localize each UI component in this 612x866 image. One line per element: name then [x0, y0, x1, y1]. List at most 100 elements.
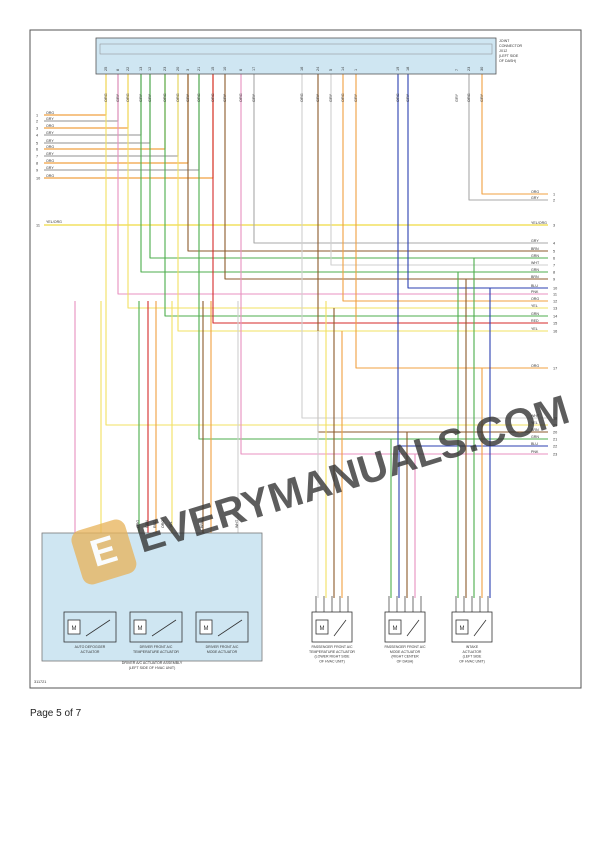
- motor-symbol: [455, 619, 469, 635]
- wire-color-label: GRY: [354, 93, 358, 102]
- wire-color-label: WHT: [531, 414, 540, 418]
- wire: [355, 74, 548, 369]
- actuator-label: MODE ACTUATOR: [390, 650, 421, 654]
- actuator-label: OF HVAC UNIT): [319, 659, 345, 663]
- assembly-label: (LEFT SIDE OF HVAC UNIT): [129, 666, 176, 670]
- motor-symbol: [315, 619, 329, 635]
- actuator-label: (LEFT SIDE: [463, 655, 482, 659]
- diagram-border: [29, 29, 582, 689]
- wire-color-label: BRN: [531, 428, 539, 432]
- assembly-label: DRIVER A/C ACTUATOR ASSEMBLY: [122, 661, 183, 665]
- wire-color-label: RED: [153, 520, 157, 528]
- wire-color-label: GRY: [46, 166, 54, 170]
- pin-number: 23: [163, 67, 167, 71]
- motor-label: M: [138, 626, 143, 632]
- wires-layer: [44, 74, 548, 612]
- actuator-label: (RIGHT CENTER: [391, 655, 419, 659]
- terminal-number: 9: [36, 168, 38, 172]
- wire-color-label: ORG: [396, 93, 400, 102]
- wire-color-label: GRY: [139, 93, 143, 102]
- wire: [468, 74, 548, 201]
- wire-color-label: ORG: [46, 124, 54, 128]
- terminal-number: 21: [553, 437, 557, 441]
- wire-color-label: GRY: [148, 93, 152, 102]
- terminal-number: 3: [36, 126, 38, 130]
- wire-color-label: ORG: [136, 520, 140, 528]
- wire: [253, 74, 548, 244]
- motor-label: M: [204, 626, 209, 632]
- wire-color-label: GRN: [531, 435, 539, 439]
- wire-color-label: ORG: [239, 93, 243, 102]
- terminal-number: 11: [553, 292, 557, 296]
- wire-color-label: PNK: [531, 290, 539, 294]
- wire-color-label: ORG: [46, 111, 54, 115]
- wire-color-label: ORG: [211, 93, 215, 102]
- wire-color-label: GRY: [116, 93, 120, 102]
- motor-symbol: [133, 619, 147, 635]
- actuator-label: (LOWER RIGHT SIDE: [315, 655, 351, 659]
- wire-color-label: GRY: [316, 93, 320, 102]
- wire-color-label: GRN: [531, 254, 539, 258]
- terminal-number: 10: [553, 286, 557, 290]
- motor-label: M: [72, 626, 77, 632]
- motor-label: M: [393, 626, 398, 632]
- terminal-number: 8: [36, 161, 38, 165]
- pin-number: 21: [197, 67, 201, 71]
- terminal-number: 22: [553, 444, 557, 448]
- pin-number: 18: [406, 67, 410, 71]
- wire: [105, 74, 548, 426]
- potentiometer-symbol: [333, 619, 347, 637]
- wire: [330, 74, 548, 266]
- wire-color-label: YEL: [531, 327, 538, 331]
- wire-color-label: GRN: [145, 520, 149, 528]
- wire-color-label: GRY: [186, 93, 190, 102]
- actuator-label: OF DASH): [397, 659, 414, 663]
- terminal-number: 20: [553, 430, 557, 434]
- terminal-number: 10: [36, 176, 40, 180]
- wire-color-label: PNK: [531, 450, 539, 454]
- joint-connector-label: (LEFT SIDE: [499, 54, 519, 58]
- pin-number: 7: [455, 69, 459, 71]
- wire: [44, 74, 142, 136]
- actuator-label: ACTUATOR: [463, 650, 482, 654]
- wire-color-label: BRN: [200, 520, 204, 528]
- terminal-number: 4: [553, 241, 555, 245]
- wire: [187, 74, 548, 252]
- wire: [481, 74, 548, 195]
- terminal-number: 2: [553, 198, 555, 202]
- terminal-number: 9: [553, 277, 555, 281]
- figure-code: 311721: [34, 680, 46, 684]
- wire: [224, 74, 548, 280]
- pin-number: 5: [329, 69, 333, 71]
- motor-symbol: [199, 619, 213, 635]
- potentiometer-symbol: [406, 619, 420, 637]
- wire-color-label: GRN: [531, 268, 539, 272]
- wire-color-label: GRY: [531, 196, 539, 200]
- pin-number: 19: [396, 67, 400, 71]
- pin-number: 10: [223, 67, 227, 71]
- pin-number: 24: [316, 67, 320, 71]
- wire-color-label: ORG: [104, 93, 108, 102]
- wire-color-label: ORG: [161, 520, 165, 528]
- terminal-number: 8: [553, 270, 555, 274]
- wire-color-label: ORG: [197, 93, 201, 102]
- terminal-number: 5: [553, 249, 555, 253]
- terminal-number: 18: [553, 416, 557, 420]
- actuator-box: [195, 611, 249, 643]
- wire: [127, 74, 548, 309]
- joint-connector-bus: [99, 43, 493, 55]
- wire-color-label: YEL/ORG: [531, 221, 547, 225]
- actuator-label: DRIVER FRONT A/C: [206, 645, 239, 649]
- terminal-number: 19: [553, 423, 557, 427]
- terminal-number: 17: [553, 366, 557, 370]
- terminal-number: 16: [553, 329, 557, 333]
- wire: [44, 74, 107, 116]
- wire-color-label: ORG: [163, 93, 167, 102]
- wire-color-label: BRN: [531, 247, 539, 251]
- joint-connector-label: JX12: [499, 49, 507, 53]
- wire-color-label: GRY: [223, 93, 227, 102]
- wire-color-label: GRY: [46, 131, 54, 135]
